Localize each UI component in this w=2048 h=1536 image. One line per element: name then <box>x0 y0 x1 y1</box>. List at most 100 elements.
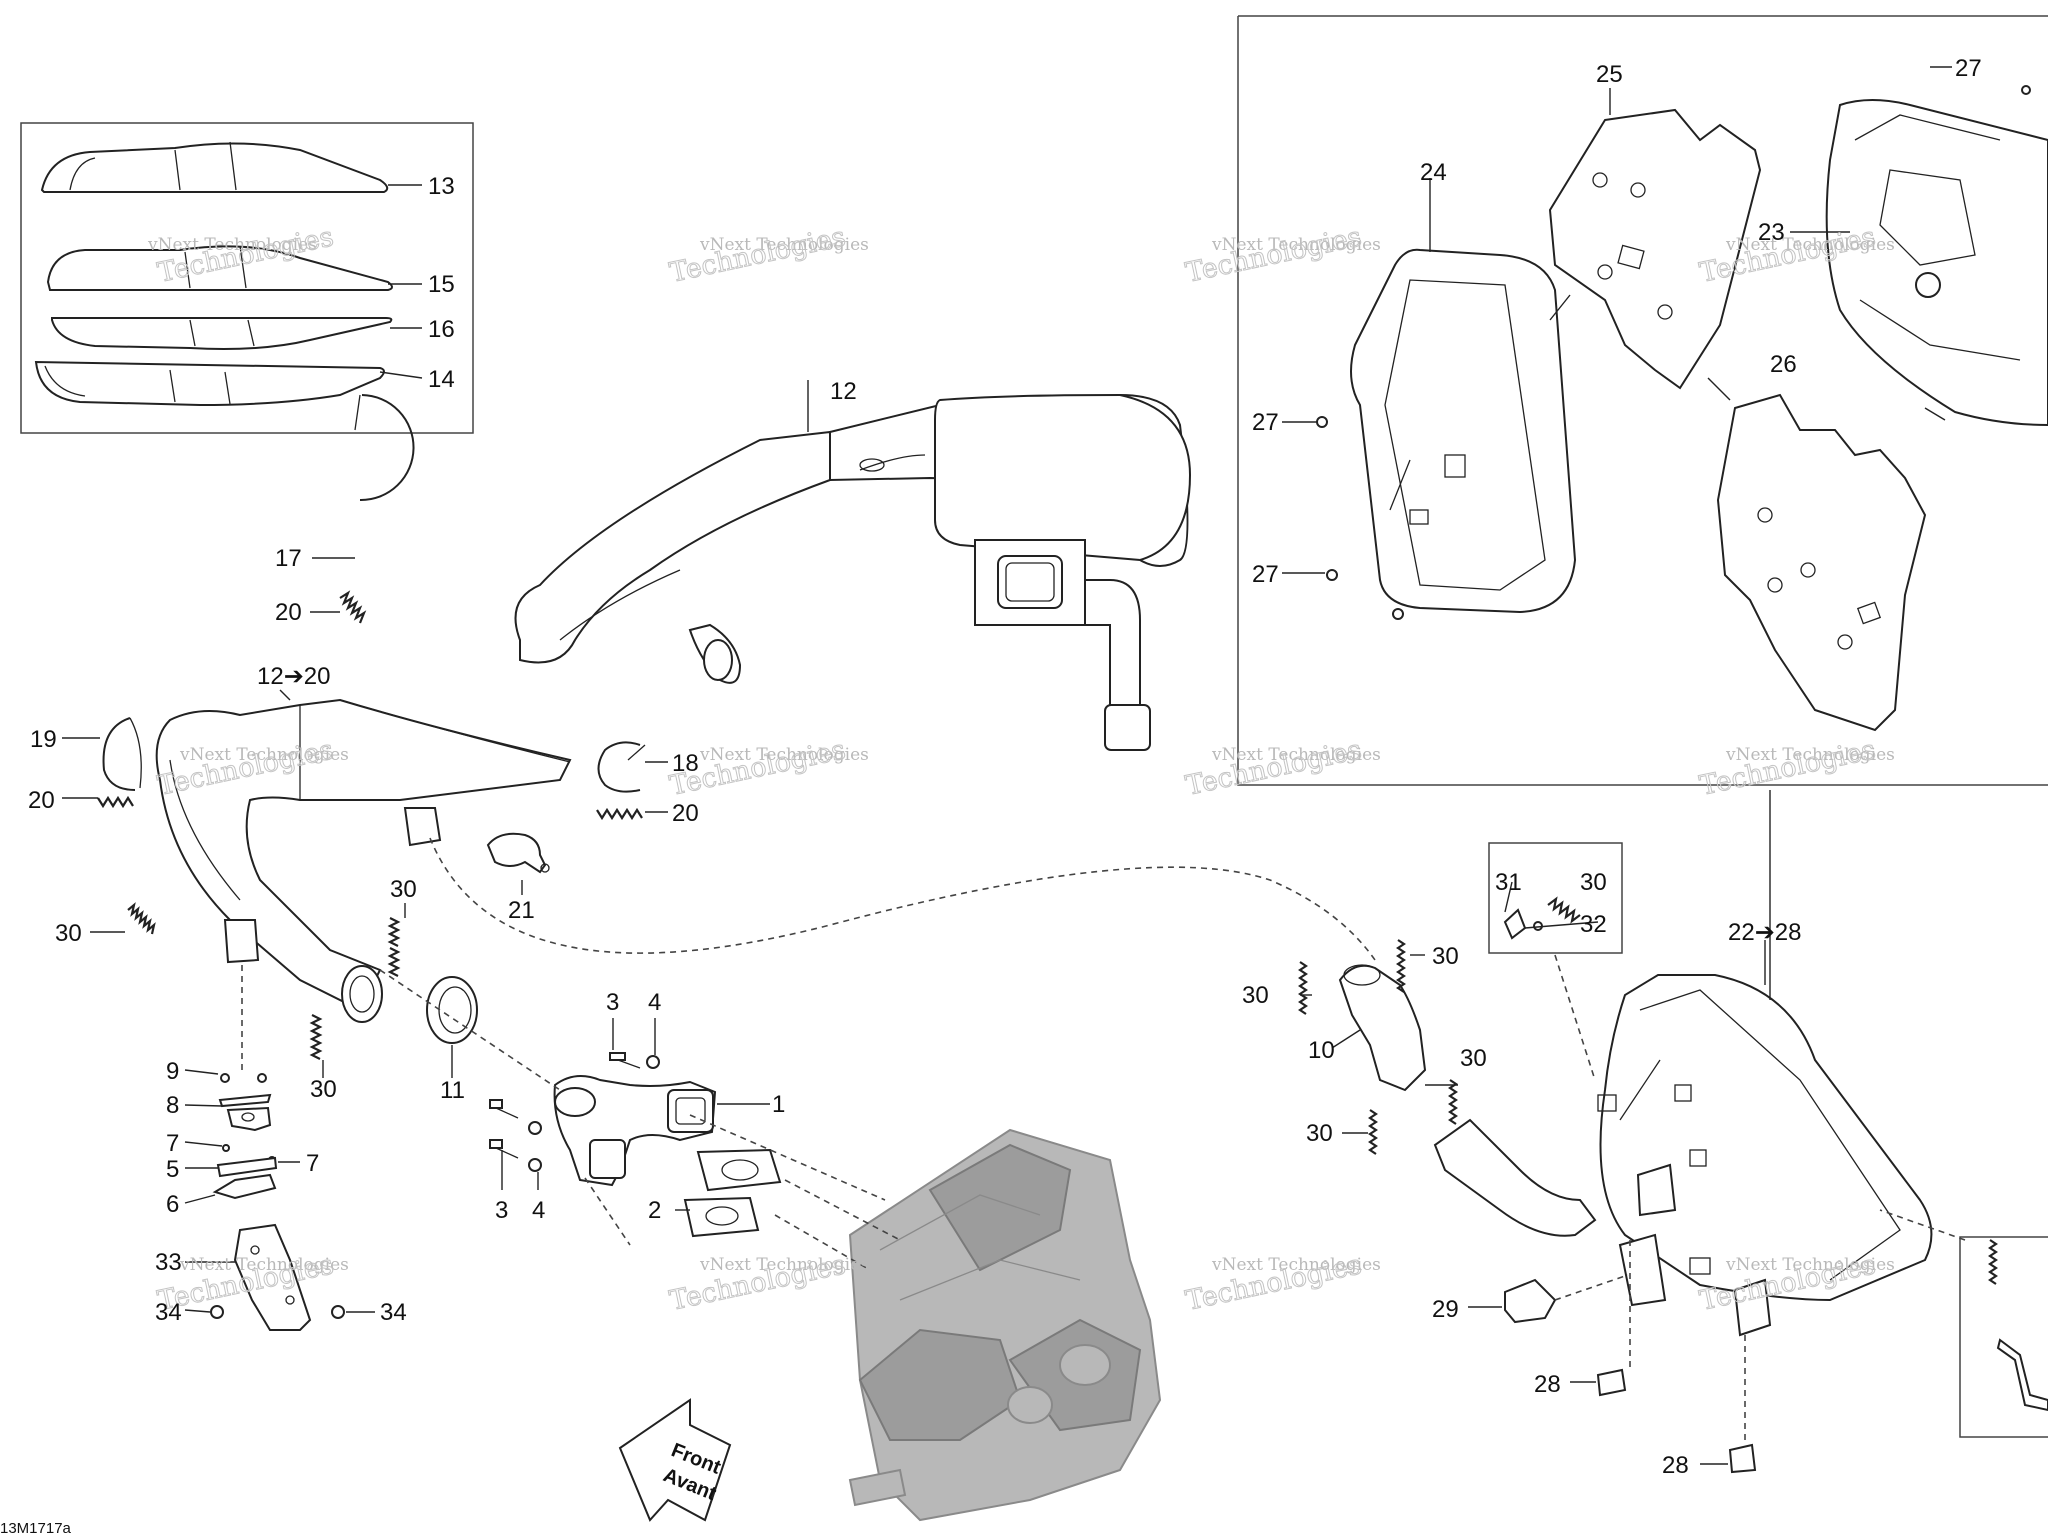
callout-13: 13 <box>428 173 455 200</box>
spring-20-upper <box>339 590 367 624</box>
muffler-assembly-22-28 <box>1433 974 1933 1337</box>
callout-29: 29 <box>1432 1296 1459 1323</box>
heat-sleeve-13 <box>40 141 389 193</box>
callout-22-to-28: 22➔28 <box>1728 919 1802 946</box>
callout-5: 5 <box>166 1156 179 1183</box>
callout-25: 25 <box>1596 61 1623 88</box>
callout-30d: 30 <box>1580 869 1607 896</box>
heat-shield-26 <box>1716 393 1927 732</box>
rubber-pads-28 <box>1596 1368 1757 1474</box>
front-direction-arrow <box>618 1398 732 1522</box>
watermark-text: vNext Technologies <box>1211 235 1381 255</box>
snap-ring-17 <box>354 394 415 502</box>
muffler-half-24 <box>1350 248 1577 614</box>
callout-20c: 20 <box>672 800 699 827</box>
callout-17: 17 <box>275 545 302 572</box>
watermark-text: vNext Technologies <box>699 745 869 765</box>
snap-ring-19 <box>102 717 142 791</box>
watermark-text: Technologies <box>1183 221 1364 288</box>
callout-8: 8 <box>166 1092 179 1119</box>
watermark-text: vNext Technologies <box>1725 1255 1895 1275</box>
callout-21: 21 <box>508 897 535 924</box>
callout-7a: 7 <box>166 1130 179 1157</box>
callout-18: 18 <box>672 750 699 777</box>
watermark-text: vNext Technologies <box>147 235 317 255</box>
callout-30g: 30 <box>1460 1045 1487 1072</box>
callout-30f: 30 <box>1242 982 1269 1009</box>
springs-30-left-group <box>127 902 401 1060</box>
callout-26: 26 <box>1770 351 1797 378</box>
callout-27c: 27 <box>1252 561 1279 588</box>
tuned-pipe-12-20 <box>155 698 572 1023</box>
spring-20-left <box>97 795 134 809</box>
callout-30b: 30 <box>55 920 82 947</box>
watermark-text: vNext Technologies <box>699 235 869 255</box>
inset-frame-muffler-panels <box>1237 15 2048 786</box>
callout-labels: 13 15 16 14 12 17 20 12➔20 19 20 18 20 2… <box>28 55 1982 1479</box>
assembly-arrow <box>1549 294 1571 321</box>
callout-30c: 30 <box>310 1076 337 1103</box>
inset-frame-spring-hook <box>1488 842 1623 954</box>
callout-23: 23 <box>1758 219 1785 246</box>
callout-20b: 20 <box>28 787 55 814</box>
callout-12: 12 <box>830 378 857 405</box>
heat-sleeve-16 <box>51 317 393 350</box>
callout-31: 31 <box>1495 869 1522 896</box>
inset-frame-spring-clip <box>1959 1236 2048 1438</box>
callout-3b: 3 <box>495 1197 508 1224</box>
callout-34b: 34 <box>380 1299 407 1326</box>
callout-20a: 20 <box>275 599 302 626</box>
callout-28a: 28 <box>1534 1371 1561 1398</box>
callout-24: 24 <box>1420 159 1447 186</box>
callout-9: 9 <box>166 1058 179 1085</box>
callout-16: 16 <box>428 316 455 343</box>
callout-2: 2 <box>648 1197 661 1224</box>
callout-30a: 30 <box>390 876 417 903</box>
callout-32: 32 <box>1580 911 1607 938</box>
watermark-text: vNext Technologies <box>699 1255 869 1275</box>
spring-hook-30-31-32 <box>1503 896 1581 940</box>
callout-11: 11 <box>440 1077 465 1104</box>
watermark-text: vNext Technologies <box>1725 235 1895 255</box>
springs-30-right-group <box>1298 939 1998 1285</box>
callout-27a: 27 <box>1955 55 1982 82</box>
callout-4b: 4 <box>532 1197 545 1224</box>
rubber-mount-29 <box>1504 1278 1557 1324</box>
tuned-pipe-assembly-12 <box>514 393 1192 751</box>
gaskets-2 <box>683 1148 782 1238</box>
clamp-21 <box>486 832 550 874</box>
sealing-ring-11 <box>426 976 478 1044</box>
callout-27b: 27 <box>1252 409 1279 436</box>
engine-block <box>848 1128 1162 1522</box>
watermark-text: vNext Technologies <box>1725 745 1895 765</box>
callout-33: 33 <box>155 1249 182 1276</box>
callout-4a: 4 <box>648 989 661 1016</box>
inlet-sleeve-10 <box>1338 964 1427 1092</box>
callout-19: 19 <box>30 726 57 753</box>
callout-15: 15 <box>428 271 455 298</box>
heat-shield-25 <box>1548 108 1762 390</box>
heat-sleeve-14 <box>34 360 385 407</box>
watermark-text: vNext Technologies <box>179 1255 349 1275</box>
callout-3a: 3 <box>606 989 619 1016</box>
callout-14: 14 <box>428 366 455 393</box>
callout-10: 10 <box>1308 1037 1335 1064</box>
inset-frame-heat-sleeves <box>20 122 474 434</box>
diagram-reference-code: 13M1717a <box>0 1520 72 1536</box>
bolts-3-washers-4 <box>489 1052 660 1172</box>
watermark-text: vNext Technologies <box>179 745 349 765</box>
callout-6: 6 <box>166 1191 179 1218</box>
watermark-text: Technologies <box>667 221 848 288</box>
callout-1: 1 <box>772 1091 785 1118</box>
callout-30e: 30 <box>1432 943 1459 970</box>
callout-12-to-20: 12➔20 <box>257 663 331 690</box>
callout-34a: 34 <box>155 1299 182 1326</box>
exhaust-manifold-1 <box>553 1075 717 1187</box>
callout-30h: 30 <box>1306 1120 1333 1147</box>
muffler-half-23 <box>1825 85 2048 427</box>
watermark-text: vNext Technologies <box>1211 1255 1381 1275</box>
snap-ring-18 <box>597 741 646 793</box>
bracket-assembly-left <box>210 965 345 1331</box>
callout-7b: 7 <box>306 1150 319 1177</box>
